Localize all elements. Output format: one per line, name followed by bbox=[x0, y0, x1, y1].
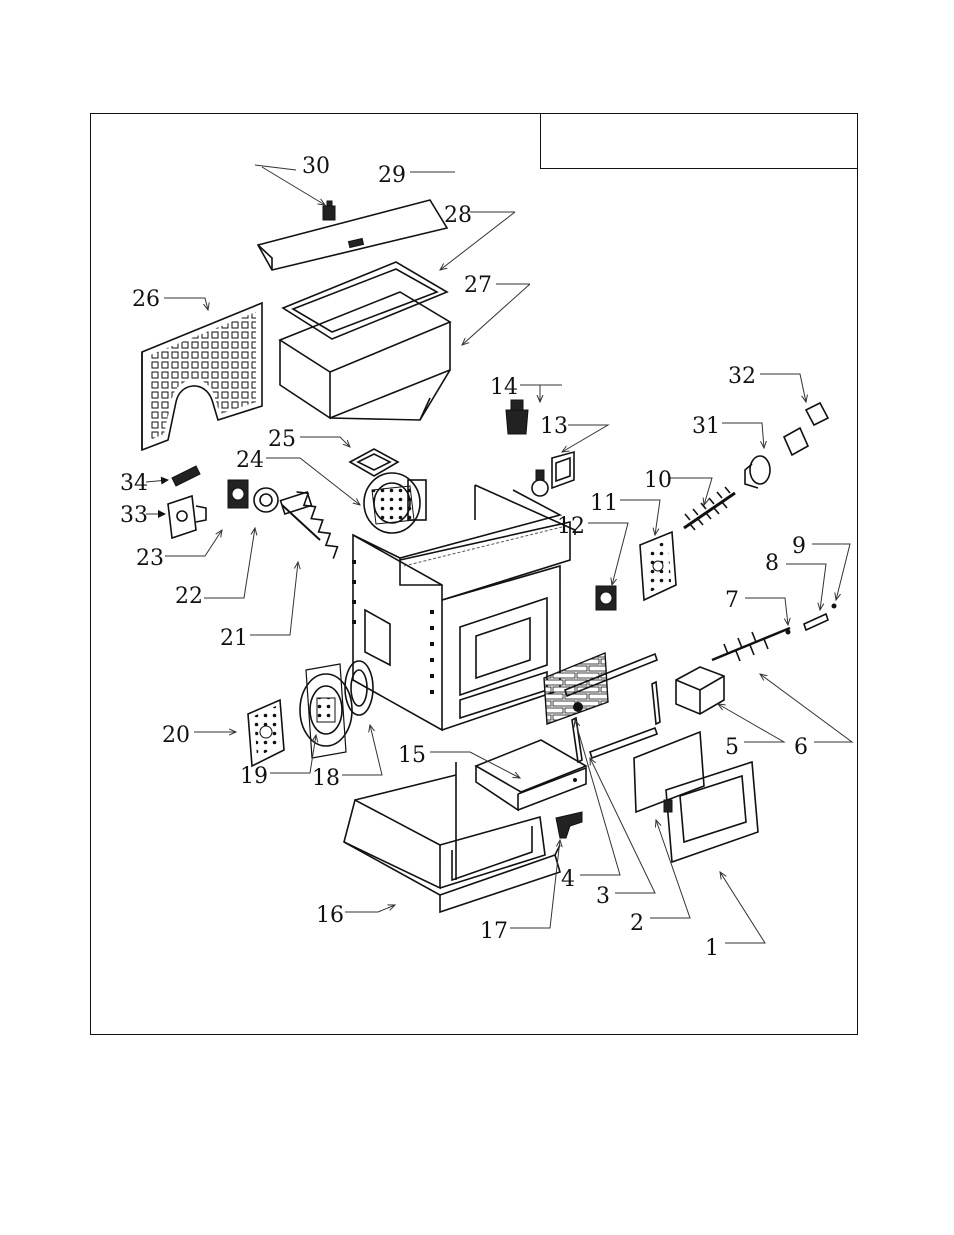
label-34: 34 bbox=[120, 471, 148, 496]
label-5: 5 bbox=[725, 735, 739, 760]
part-17-latch bbox=[555, 811, 583, 839]
part-13-bracket bbox=[531, 450, 575, 497]
label-3: 3 bbox=[596, 884, 610, 909]
part-26-rear-grille bbox=[141, 301, 263, 452]
label-18: 18 bbox=[312, 766, 340, 791]
label-7: 7 bbox=[725, 588, 739, 613]
label-10: 10 bbox=[644, 468, 672, 493]
parts-7-8-9 bbox=[785, 603, 837, 635]
part-22-gear bbox=[253, 487, 279, 513]
stove-body bbox=[344, 484, 576, 732]
hopper bbox=[278, 291, 452, 421]
part-14-part bbox=[505, 399, 529, 435]
part-19-fan bbox=[299, 663, 353, 759]
label-24: 24 bbox=[236, 448, 264, 473]
part-16-pedestal bbox=[343, 762, 561, 914]
part-2-glass bbox=[633, 730, 705, 814]
part-23-motor bbox=[227, 479, 249, 509]
part-12-motor bbox=[595, 585, 617, 611]
part-11-plate bbox=[639, 530, 677, 602]
part-25-gasket bbox=[348, 448, 400, 477]
part-31-knob bbox=[744, 455, 771, 489]
part-32-pads bbox=[782, 401, 830, 457]
part-27-gasket bbox=[281, 261, 449, 340]
part-labels: 1 2 3 4 5 6 7 8 9 10 11 12 13 14 15 16 1… bbox=[120, 154, 808, 961]
label-22: 22 bbox=[175, 584, 203, 609]
label-12: 12 bbox=[557, 514, 585, 539]
label-11: 11 bbox=[590, 491, 618, 516]
label-9: 9 bbox=[792, 534, 806, 559]
part-15-ash-drawer bbox=[474, 739, 588, 812]
label-32: 32 bbox=[728, 364, 756, 389]
label-1: 1 bbox=[705, 936, 719, 961]
diagram-frame bbox=[90, 113, 858, 1035]
part-34-part bbox=[171, 465, 201, 487]
label-13: 13 bbox=[540, 414, 568, 439]
label-4: 4 bbox=[561, 867, 575, 892]
part-24-combustion-blower bbox=[363, 472, 427, 534]
part-5-firepot bbox=[675, 666, 725, 715]
part-20-plate bbox=[247, 698, 285, 768]
title-box bbox=[540, 113, 858, 169]
label-31: 31 bbox=[692, 414, 720, 439]
label-30: 30 bbox=[302, 154, 330, 179]
label-25: 25 bbox=[268, 427, 296, 452]
label-19: 19 bbox=[240, 764, 268, 789]
label-28: 28 bbox=[444, 203, 472, 228]
part-28-lid bbox=[256, 199, 449, 271]
label-14: 14 bbox=[490, 375, 518, 400]
label-20: 20 bbox=[162, 723, 190, 748]
label-6: 6 bbox=[794, 735, 808, 760]
part-1-door bbox=[663, 760, 759, 864]
label-26: 26 bbox=[132, 287, 160, 312]
label-17: 17 bbox=[480, 919, 508, 944]
label-27: 27 bbox=[464, 273, 492, 298]
label-21: 21 bbox=[220, 626, 248, 651]
label-23: 23 bbox=[136, 546, 164, 571]
part-4-brick-liner bbox=[543, 651, 609, 725]
label-8: 8 bbox=[765, 551, 779, 576]
part-21-auger bbox=[279, 491, 339, 559]
label-16: 16 bbox=[316, 903, 344, 928]
label-2: 2 bbox=[630, 911, 644, 936]
label-15: 15 bbox=[398, 743, 426, 768]
part-30-hinge bbox=[322, 200, 336, 221]
leader-lines bbox=[145, 164, 854, 944]
part-33-plate bbox=[167, 494, 207, 540]
label-29: 29 bbox=[378, 163, 406, 188]
part-3-rails bbox=[564, 652, 661, 764]
part-6-shaft bbox=[711, 626, 791, 662]
label-33: 33 bbox=[120, 503, 148, 528]
part-10-rod bbox=[683, 486, 736, 531]
